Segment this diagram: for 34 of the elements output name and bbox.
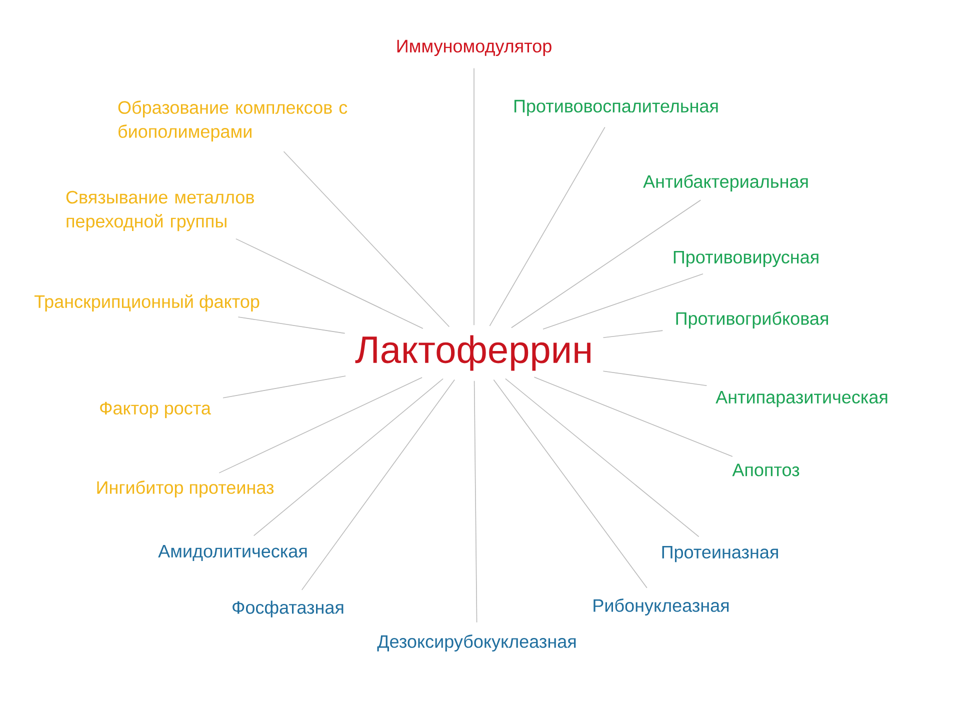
function-label: Связывание металлов переходной группы (66, 190, 254, 232)
connector-line (505, 378, 700, 538)
connector-line (301, 379, 455, 590)
function-label: Антибактериальная (643, 174, 808, 192)
function-label: Противогрибковая (676, 312, 828, 328)
connector-line (283, 151, 450, 328)
connector-line (236, 238, 424, 329)
function-label: Дезоксирубокуклеазная (377, 634, 576, 652)
function-label: Фактор роста (100, 402, 211, 418)
connector-line (474, 380, 478, 623)
function-label: Амидолитическая (158, 545, 307, 561)
connector-line (534, 376, 733, 457)
connector-line (542, 273, 704, 330)
connector-line (238, 316, 346, 334)
function-label: Образование комплексов с биополимерами (118, 100, 348, 142)
function-label: Апоптоз (732, 464, 800, 476)
connector-line (602, 330, 664, 338)
connector-line (218, 377, 422, 474)
function-label: Антипаразитическая (716, 390, 888, 408)
connector-line (489, 126, 606, 326)
connector-line (222, 376, 346, 398)
connector-line (511, 200, 702, 328)
function-label: Фосфатазная (232, 600, 344, 618)
function-label: Ингибитор протеиназ (97, 480, 274, 498)
function-label: Иммуномодулятор (397, 40, 552, 56)
function-label: Протеиназная (662, 546, 778, 562)
function-label: Противовирусная (674, 250, 818, 268)
connector-line (253, 378, 444, 536)
connector-line (602, 370, 708, 386)
function-label: Противовоспалительная (514, 100, 718, 116)
function-label: Рибонуклеазная (594, 598, 729, 616)
connector-line (493, 379, 648, 588)
title-text: Лактоферрин (355, 335, 590, 371)
function-label: Транскрипционный фактор (34, 294, 260, 312)
